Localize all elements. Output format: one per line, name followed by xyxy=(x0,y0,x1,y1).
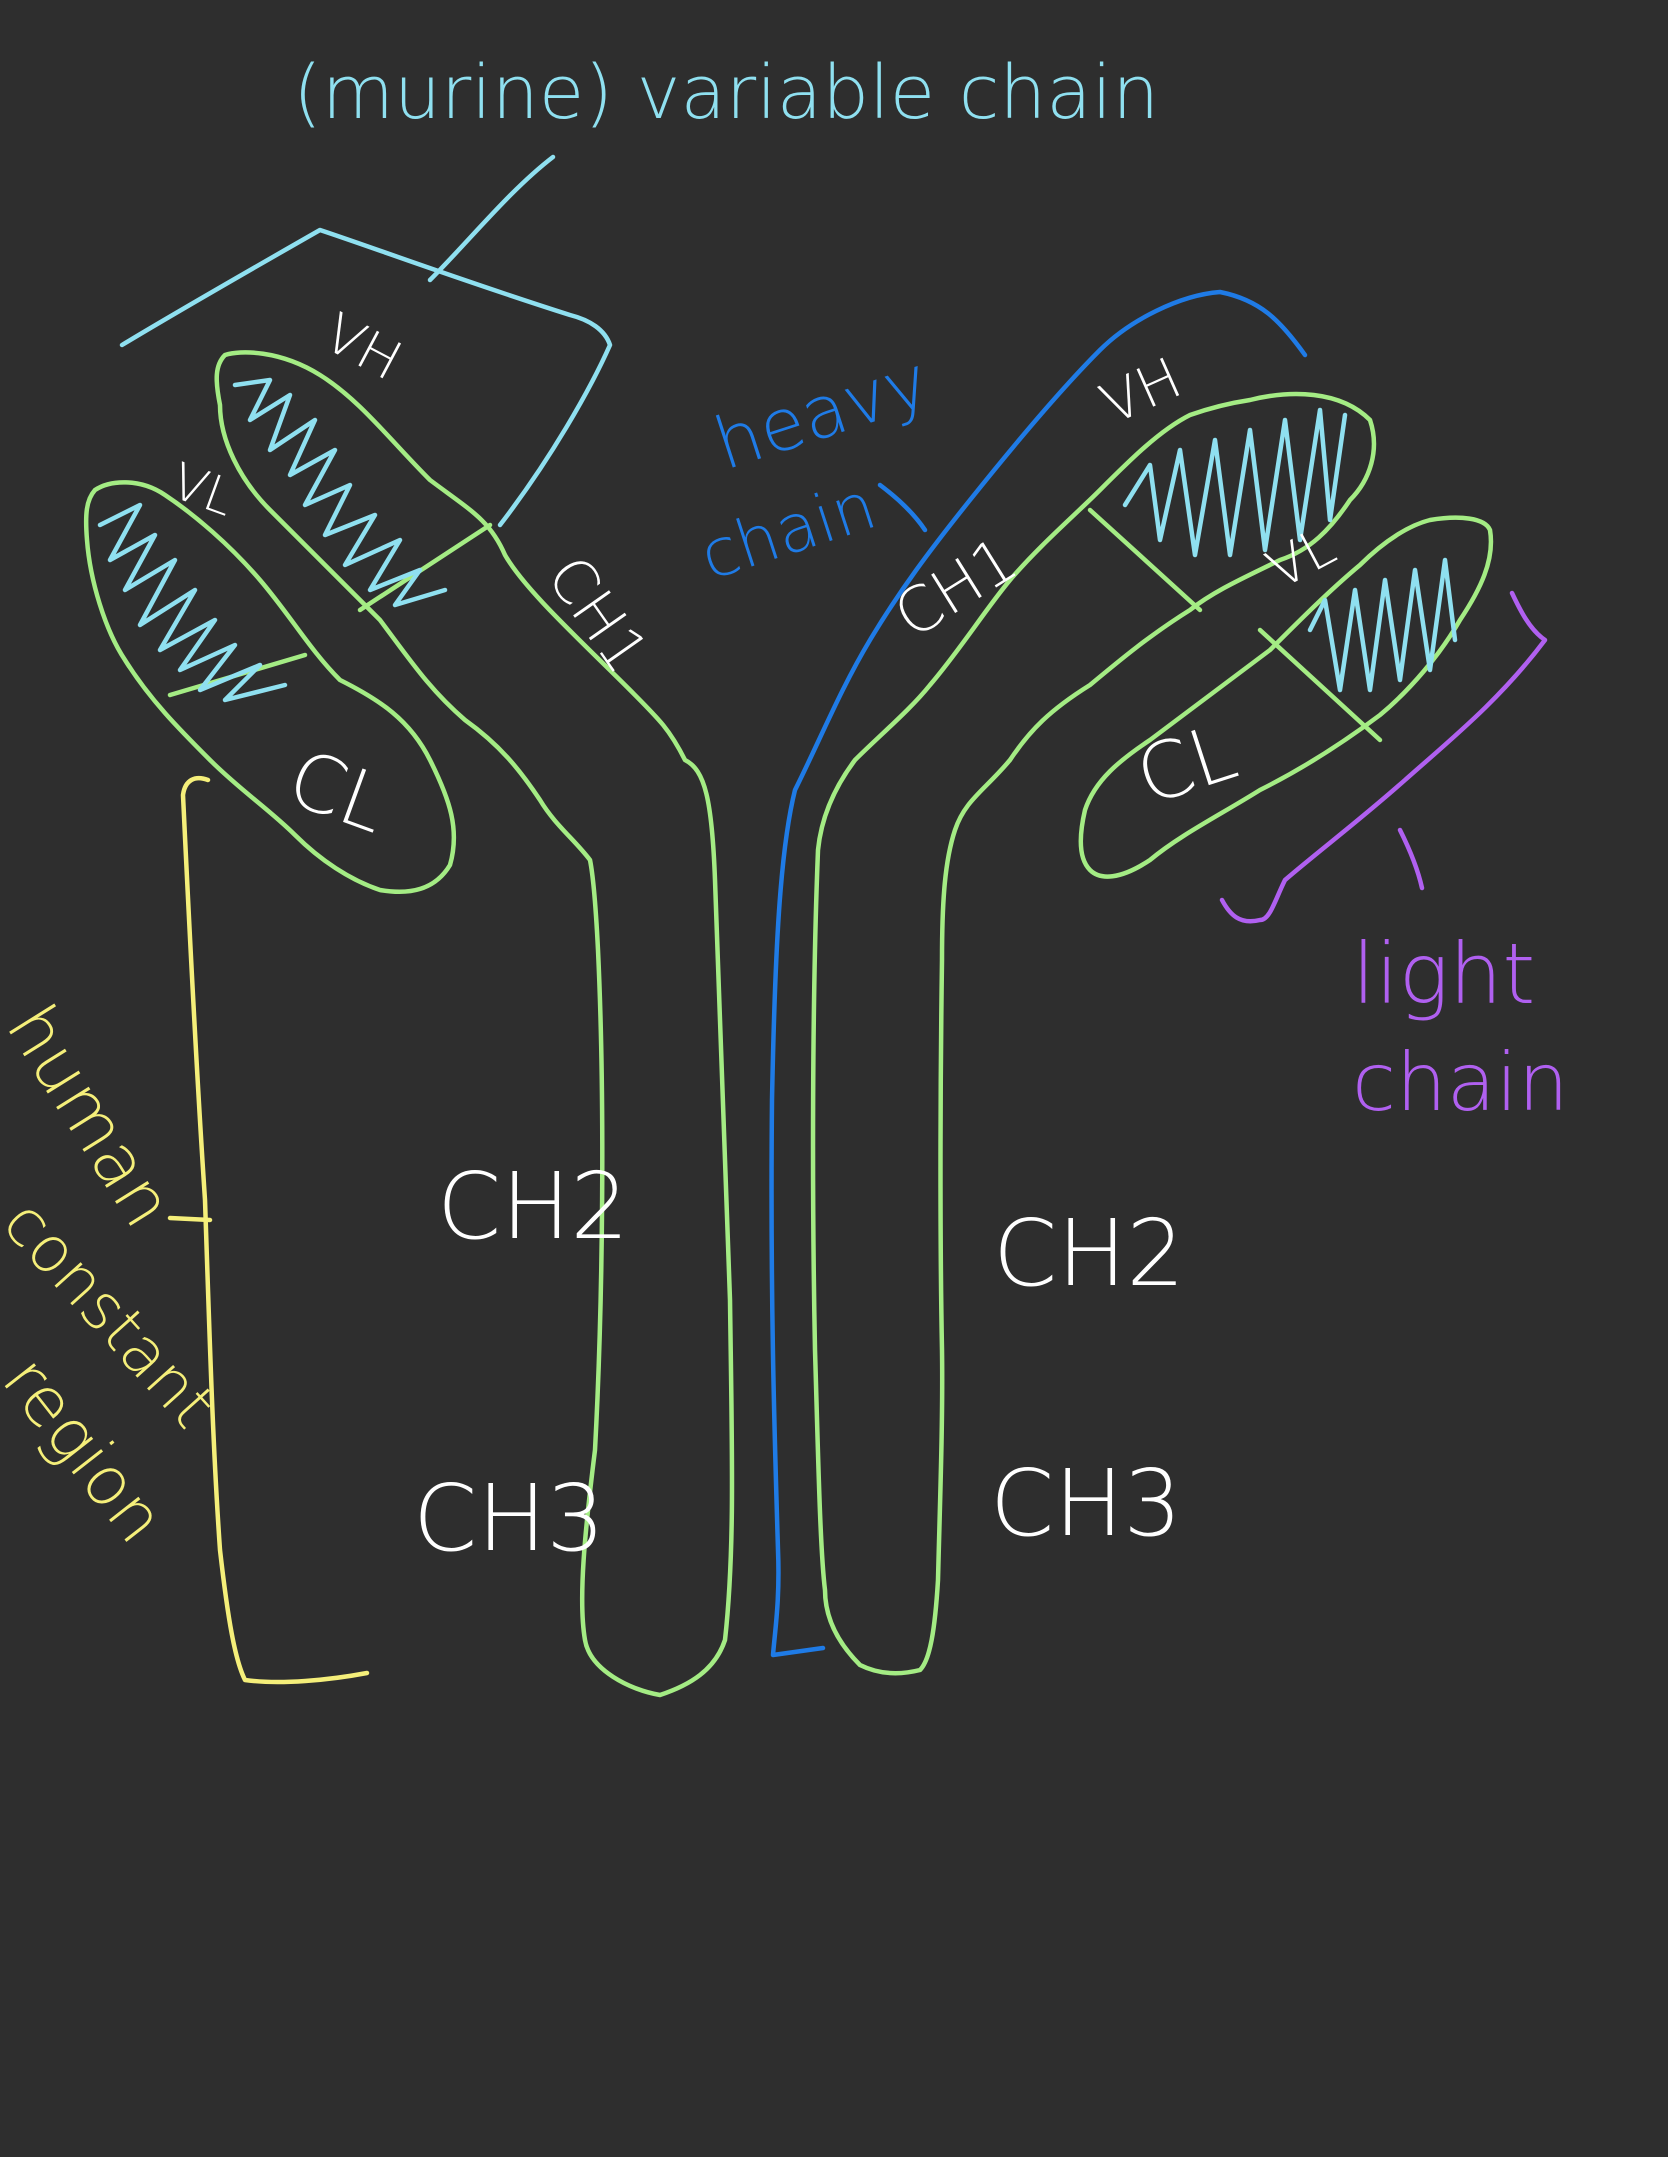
light-chain-bracket xyxy=(1219,590,1548,924)
left-vh-hatching xyxy=(232,377,448,608)
light-chain-label-line1: light xyxy=(1352,925,1535,1023)
domain-outlines xyxy=(83,350,1494,1698)
light-chain-pointer xyxy=(1397,827,1425,891)
right-vh-ch1-boundary xyxy=(1087,507,1203,613)
variable-chain-label: (murine) variable chain xyxy=(293,50,1159,136)
right-light-chain-outline xyxy=(1078,515,1494,879)
heavy-chain-bracket xyxy=(769,289,1308,1658)
right-ch3-label: CH3 xyxy=(990,1450,1182,1557)
left-light-chain-outline xyxy=(83,480,457,894)
variable-chain-pointer xyxy=(427,154,556,283)
right-ch2-label: CH2 xyxy=(993,1200,1185,1307)
left-ch2-label: CH2 xyxy=(437,1153,629,1260)
right-heavy-chain-outline xyxy=(810,391,1377,1676)
variable-domain-hatching xyxy=(97,154,1458,703)
right-vl-cl-boundary xyxy=(1257,627,1383,743)
variable-chain-bracket xyxy=(119,227,613,528)
left-vh-ch1-boundary xyxy=(357,522,493,613)
right-vl-hatching xyxy=(1307,557,1458,693)
right-vh-hatching xyxy=(1122,407,1348,558)
light-chain-label-line2: chain xyxy=(1352,1036,1569,1129)
left-ch3-label: CH3 xyxy=(413,1465,605,1572)
constant-region-pointer xyxy=(167,1215,213,1223)
heavy-chain-annotation-lines xyxy=(769,289,1308,1658)
constant-region-annotation-lines xyxy=(167,775,370,1685)
left-vl-hatching xyxy=(97,502,288,703)
light-chain-annotation-lines xyxy=(1219,590,1548,924)
constant-region-bracket xyxy=(180,775,370,1685)
heavy-chain-pointer xyxy=(877,482,928,533)
left-heavy-chain-outline xyxy=(214,350,735,1698)
